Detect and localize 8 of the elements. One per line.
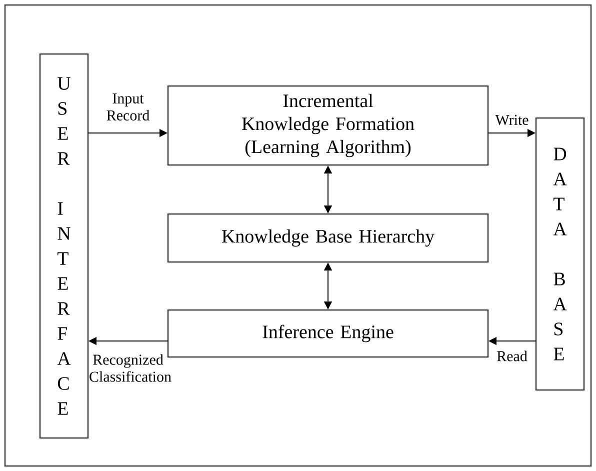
process-box: Inference Engine: [168, 310, 488, 358]
edge-label: Input Record: [106, 94, 150, 120]
process-box: Incremental Knowledge Formation (Learning Algorithm): [168, 86, 488, 166]
vertical-box: DATA BASE: [536, 118, 584, 390]
edge-label: Write: [495, 114, 528, 126]
vertical-box: USER INTERFACE: [40, 54, 88, 438]
process-box: Knowledge Base Hierarchy: [168, 214, 488, 262]
edge-label: Read: [497, 350, 528, 362]
